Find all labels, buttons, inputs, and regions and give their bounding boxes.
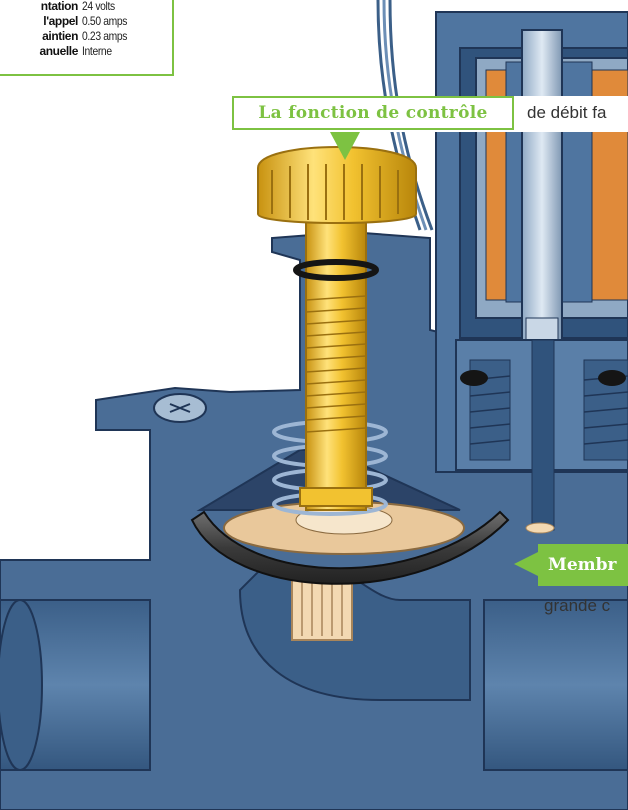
specs-panel: ntation 24 volts l'appel 0.50 amps ainti… — [0, 0, 174, 76]
callout-membrane: Membr — [538, 544, 628, 586]
spec-value: 0.50 amps — [82, 14, 128, 28]
callout-membrane-heading: Membr — [548, 555, 617, 575]
flow-control-stem — [305, 189, 367, 511]
flow-control-knob — [257, 146, 417, 224]
spec-label: anuelle — [39, 44, 78, 58]
spec-value: Interne — [82, 44, 112, 58]
o-ring — [293, 259, 379, 281]
callout-flow-control: La fonction de contrôle de débit fa — [232, 96, 628, 132]
spec-label: aintien — [42, 29, 78, 43]
callout-pointer-arrow — [330, 132, 360, 160]
callout-flow-control-heading: La fonction de contrôle — [258, 103, 488, 123]
outlet-pipe — [483, 599, 628, 771]
spec-value: 0.23 amps — [82, 29, 128, 43]
plunger — [521, 29, 563, 351]
callout-membrane-text: grande c — [544, 596, 611, 615]
callout-pointer-arrow — [514, 551, 540, 577]
callout-flow-control-box: La fonction de contrôle — [232, 96, 514, 130]
spec-label: l'appel — [43, 14, 78, 28]
spec-value: 24 volts — [82, 0, 115, 13]
spec-label: ntation — [40, 0, 79, 13]
callout-flow-control-text: de débit fa — [527, 103, 607, 122]
diaphragm — [190, 510, 510, 585]
